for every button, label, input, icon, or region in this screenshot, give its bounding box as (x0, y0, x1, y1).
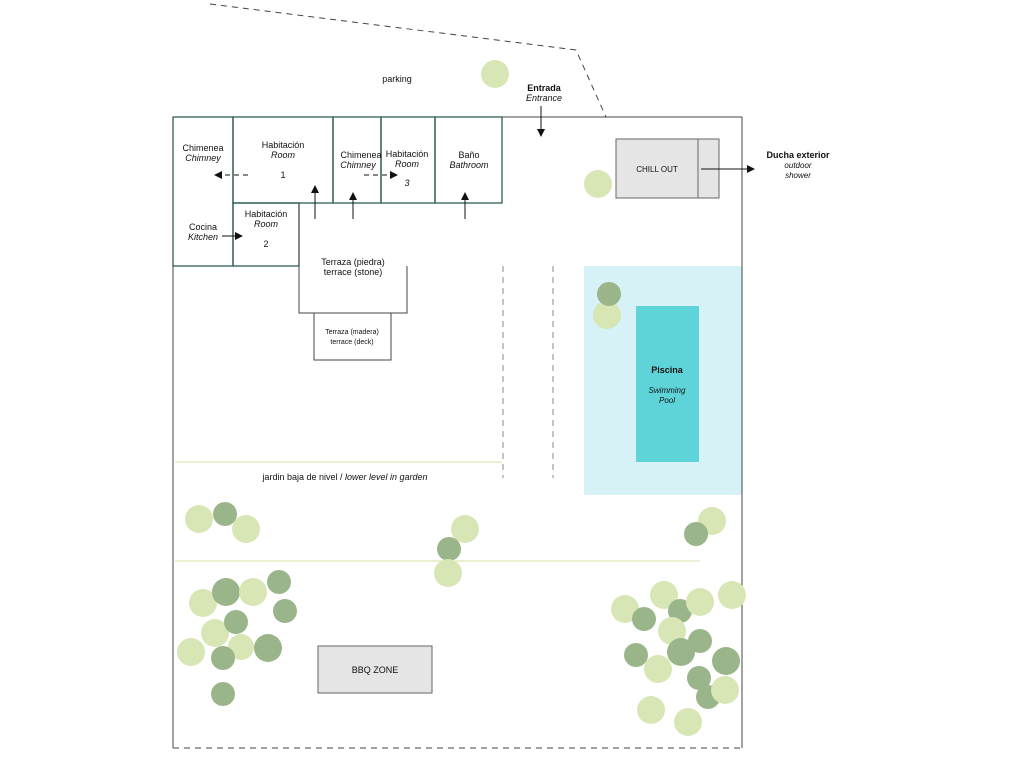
bano-label: Baño (458, 150, 479, 160)
labels: parking Entrada Entrance Chimenea Chimne… (182, 74, 830, 675)
kitchen-label: Kitchen (188, 232, 218, 242)
jardin-separator: / (338, 472, 346, 482)
room-1-label: Room (271, 150, 296, 160)
terraza-madera-label: Terraza (madera) (325, 329, 379, 336)
habitacion-3-label: Habitación (386, 149, 429, 159)
swimming-label: Swimming (649, 386, 686, 395)
chimenea-1-label: Chimenea (182, 143, 223, 153)
pathway-lines (502, 266, 554, 478)
habitacion-1-label: Habitación (262, 140, 305, 150)
room-2-label: Room (254, 219, 279, 229)
shower-label: shower (785, 171, 811, 180)
trees (177, 60, 746, 736)
garden-level-label: jardin baja de nivel / lower level in ga… (261, 472, 427, 482)
ducha-exterior-label: Ducha exterior (766, 150, 830, 160)
parking-label: parking (382, 74, 412, 84)
arrow-icon (214, 106, 755, 240)
chimney-1-label: Chimney (185, 153, 221, 163)
pool-label: Pool (659, 396, 675, 405)
cocina-label: Cocina (189, 222, 217, 232)
lower-level-label: lower level in garden (345, 472, 428, 482)
entrance-label: Entrance (526, 93, 562, 103)
swimming-pool (636, 306, 699, 462)
house-walls (172, 116, 503, 267)
garden-level-lines (175, 461, 700, 562)
terrace-stone-label: terrace (stone) (324, 267, 383, 277)
room-1-number: 1 (280, 170, 285, 180)
bbq-zone-label: BBQ ZONE (352, 665, 399, 675)
room-3-label: Room (395, 159, 420, 169)
bathroom-label: Bathroom (449, 160, 489, 170)
piscina-label: Piscina (651, 365, 684, 375)
terraces (298, 203, 408, 361)
jardin-label: jardin baja de nivel (261, 472, 337, 482)
chimney-2-label: Chimney (340, 160, 376, 170)
terrace-deck-label: terrace (deck) (330, 339, 373, 346)
entrada-label: Entrada (527, 83, 562, 93)
room-3-number: 3 (404, 178, 409, 188)
chill-out-label: CHILL OUT (636, 165, 678, 174)
chimenea-2-label: Chimenea (340, 150, 381, 160)
terraza-piedra-label: Terraza (piedra) (321, 257, 385, 267)
outdoor-label: outdoor (784, 161, 811, 170)
room-2-number: 2 (263, 239, 268, 249)
bbq-zone-box (317, 645, 433, 694)
habitacion-2-label: Habitación (245, 209, 288, 219)
